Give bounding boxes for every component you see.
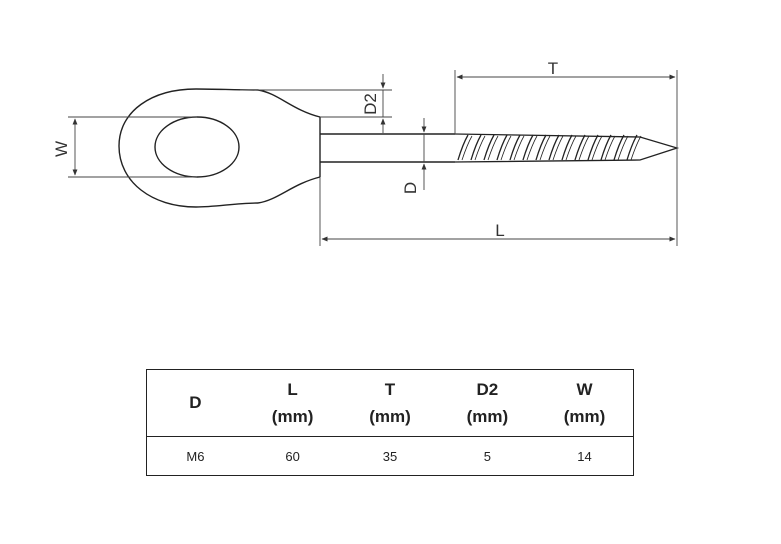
thread-root <box>591 135 603 161</box>
thread-root <box>630 135 642 161</box>
table-header-row: D L(mm) T(mm) D2(mm) W(mm) <box>146 369 634 437</box>
dimension-lines <box>68 70 678 246</box>
thread-crest <box>483 134 495 161</box>
thread-crest <box>548 134 560 161</box>
thread-root <box>617 135 629 161</box>
thread-crest <box>613 134 625 161</box>
thread-root <box>474 135 486 161</box>
cell-l: 60 <box>285 448 300 464</box>
thread-crest <box>574 134 586 161</box>
eye-neck <box>257 89 321 204</box>
dim-label-t: T <box>548 59 558 78</box>
eye-ring <box>118 88 259 208</box>
screw-thread <box>454 133 680 163</box>
dim-label-d2: D2 <box>361 93 380 115</box>
thread-root <box>513 135 525 161</box>
thread-root <box>565 135 577 161</box>
thread-root <box>487 135 499 161</box>
eye-screw-drawing: T L W D2 D <box>52 59 680 246</box>
thread-crest <box>626 134 638 161</box>
dim-label-d: D <box>401 182 420 194</box>
cell-t: 35 <box>382 448 398 464</box>
thread-root <box>578 135 590 161</box>
cell-d: M6 <box>186 448 205 464</box>
thread-crest <box>561 134 573 161</box>
dim-label-l: L <box>495 221 504 240</box>
specification-table: D L(mm) T(mm) D2(mm) W(mm) M6 60 35 5 14 <box>146 369 634 476</box>
thread-root <box>539 135 551 161</box>
dim-label-w: W <box>52 141 71 157</box>
screw-shank <box>320 133 455 163</box>
cell-d2: 5 <box>483 448 491 464</box>
thread-crest <box>535 134 547 161</box>
thread-crest <box>587 134 599 161</box>
header-t: T(mm) <box>341 369 439 437</box>
cell-w: 14 <box>577 448 592 464</box>
thread-root <box>500 135 512 161</box>
thread-crest <box>470 134 482 161</box>
thread-crest <box>496 134 508 161</box>
thread-crest <box>509 134 521 161</box>
thread-crest <box>600 134 612 161</box>
table-row: M6 60 35 5 14 <box>147 437 634 476</box>
thread-root <box>604 135 616 161</box>
header-d: D <box>146 369 244 437</box>
header-l: L(mm) <box>243 369 342 437</box>
thread-crest <box>522 134 534 161</box>
header-w: W(mm) <box>536 369 634 437</box>
thread-root <box>552 135 564 161</box>
thread-root <box>461 135 473 161</box>
thread-root <box>526 135 538 161</box>
thread-crest <box>457 134 469 161</box>
header-d2: D2(mm) <box>438 369 537 437</box>
